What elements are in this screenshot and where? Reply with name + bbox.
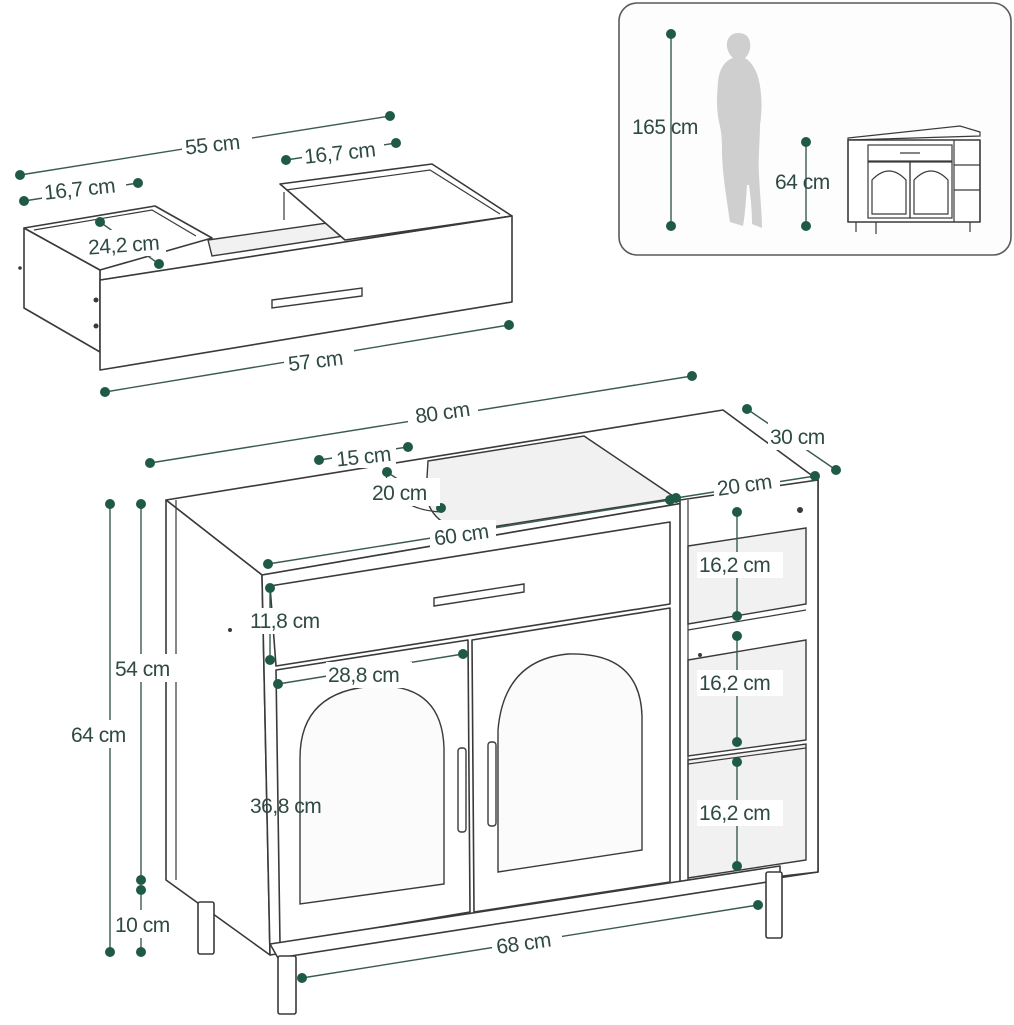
dim-dot [801, 221, 811, 231]
cabinet-door-height-label: 36,8 cm [250, 795, 321, 818]
dim-dot [801, 137, 811, 147]
dim-dot [154, 259, 164, 269]
cabinet-total-height-label: 64 cm [71, 724, 126, 747]
dim-dot [385, 111, 395, 121]
cabinet-thumbnail-icon [847, 125, 981, 234]
cabinet-cutout-depth-label: 20 cm [372, 482, 427, 505]
cabinet-leg-height-label: 10 cm [115, 914, 170, 937]
dim-dot [391, 138, 401, 148]
cabinet-body-height-label: 54 cm [115, 658, 170, 681]
inset-person-height-label: 165 cm [632, 116, 698, 139]
cabinet-shelf-3-label: 16,2 cm [699, 802, 770, 825]
cabinet-drawer-height-label: 11,8 cm [250, 610, 320, 633]
drawer-illustration: 55 cm 16,7 cm 16,7 cm 24,2 cm 57 cm [15, 111, 514, 397]
dim-dot [100, 387, 110, 397]
dim-dot [504, 320, 514, 330]
cabinet-dimensions: 80 cm 30 cm 15 cm 20 cm 20 cm 60 cm [70, 371, 841, 983]
inset-panel: 165 cm 64 cm [618, 2, 1012, 256]
cabinet-depth-label: 30 cm [770, 426, 825, 449]
dim-dot [133, 178, 143, 188]
cabinet-door-width-label: 28,8 cm [328, 664, 399, 687]
dim-dot [19, 196, 29, 206]
dim-dot [281, 155, 291, 165]
drawer-outer-width-label: 55 cm [184, 131, 241, 160]
drawer-depth-label: 24,2 cm [87, 232, 160, 260]
cabinet-cutout-width-label: 15 cm [335, 443, 392, 472]
dim-dot [15, 170, 25, 180]
dim-dot [95, 217, 105, 227]
inset-cabinet-height-label: 64 cm [775, 171, 830, 194]
cabinet-shelf-2-label: 16,2 cm [699, 672, 770, 695]
dim-dot [666, 29, 676, 39]
dim-dot [666, 221, 676, 231]
cabinet-shelf-1-label: 16,2 cm [699, 554, 770, 577]
person-silhouette-icon [717, 33, 762, 228]
